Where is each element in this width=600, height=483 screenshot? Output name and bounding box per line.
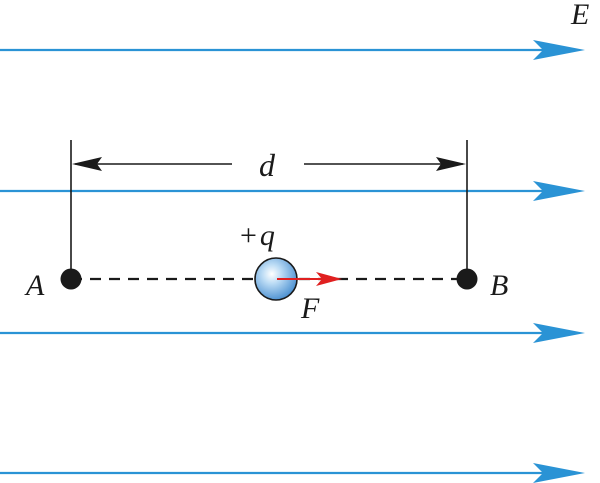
charge-symbol: q	[260, 219, 275, 252]
point-a	[60, 268, 82, 290]
field-line	[0, 323, 585, 343]
field-arrowhead-icon	[533, 181, 585, 201]
point-b-label: B	[490, 269, 508, 302]
field-label: E	[570, 0, 589, 31]
charge-sign: +	[240, 219, 257, 252]
force-arrowhead-icon	[316, 272, 342, 286]
field-arrowhead-icon	[533, 323, 585, 343]
point-b	[456, 268, 478, 290]
field-line	[0, 181, 585, 201]
force-arrow	[277, 272, 342, 286]
distance-label: d	[259, 147, 276, 183]
force-label: F	[300, 292, 320, 325]
field-arrowhead-icon	[533, 463, 585, 483]
field-arrowhead-icon	[533, 40, 585, 60]
charge-label: +q	[240, 219, 275, 252]
field-line	[0, 463, 585, 483]
field-line	[0, 40, 585, 60]
field-lines	[0, 40, 585, 483]
dimension-arrow-right-icon	[436, 157, 466, 171]
dimension-arrow-left-icon	[72, 157, 102, 171]
point-a-label: A	[24, 269, 45, 302]
dimension-line	[72, 157, 466, 171]
